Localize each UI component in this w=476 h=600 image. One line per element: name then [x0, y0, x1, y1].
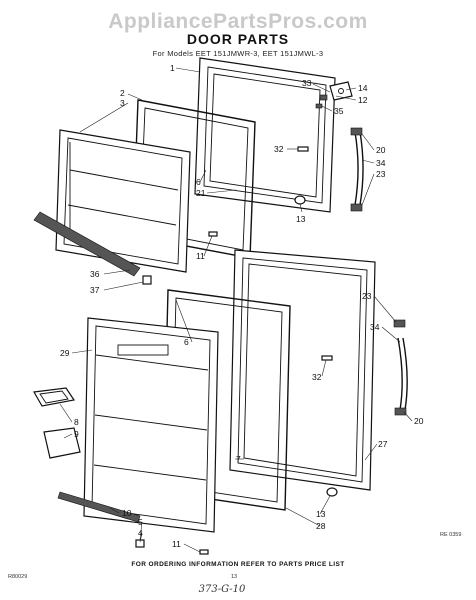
- callout-28: 28: [316, 521, 326, 531]
- callout-35: 35: [334, 106, 344, 116]
- diagram-title: DOOR PARTS: [187, 31, 289, 47]
- food-outer-door: [229, 249, 376, 491]
- callout-23-lower: 23: [362, 291, 372, 301]
- callout-1: 1: [170, 63, 175, 73]
- callout-20-upper: 20: [376, 145, 386, 155]
- callout-20-lower: 20: [414, 416, 424, 426]
- callout-8: 8: [74, 417, 79, 427]
- callout-13-lower: 13: [316, 509, 326, 519]
- callout-9: 9: [74, 429, 79, 439]
- callout-33: 33: [302, 78, 312, 88]
- screw-32-lower: [321, 355, 333, 361]
- callout-23-upper: 23: [376, 169, 386, 179]
- callout-36: 36: [90, 269, 100, 279]
- screw-32-upper: [297, 146, 309, 152]
- callout-3: 3: [120, 98, 125, 108]
- food-door-handle: [393, 319, 408, 416]
- callout-4: 4: [138, 528, 143, 538]
- footer-left-code: R80029: [8, 574, 27, 580]
- callout-32-lower: 32: [312, 372, 322, 382]
- callout-13-upper: 13: [296, 214, 306, 224]
- shelf-bar-10: [57, 491, 141, 523]
- callout-2: 2: [120, 88, 125, 98]
- freezer-inner-liner: [55, 129, 191, 273]
- callout-10: 10: [122, 508, 132, 518]
- door-stop-lower: [326, 487, 338, 497]
- callout-27: 27: [378, 439, 388, 449]
- callout-34-lower: 34: [370, 322, 380, 332]
- handwritten-code: 373-G-10: [199, 584, 246, 595]
- callout-34-upper: 34: [376, 158, 386, 168]
- freezer-outer-door: [194, 57, 336, 213]
- ref-code: RE 0359: [440, 532, 461, 538]
- callout-29: 29: [60, 348, 70, 358]
- callout-12: 12: [358, 95, 368, 105]
- screw-11-upper: [208, 231, 218, 237]
- door-stop-upper: [294, 195, 306, 205]
- screw-11-lower: [199, 549, 209, 555]
- callout-21: 21: [196, 188, 206, 198]
- callout-6-upper: 6: [196, 177, 201, 187]
- food-inner-liner: [83, 317, 219, 533]
- callout-11-upper: 11: [196, 251, 205, 261]
- callout-11-lower: 11: [172, 539, 181, 549]
- callout-14: 14: [358, 83, 368, 93]
- ordering-note: FOR ORDERING INFORMATION REFER TO PARTS …: [131, 561, 344, 568]
- watermark-text: AppliancePartsPros.com: [108, 10, 368, 33]
- callout-37: 37: [90, 285, 100, 295]
- page-number: 13: [231, 574, 237, 580]
- dairy-cover-9: [43, 427, 81, 459]
- shelf-strip-36: [33, 211, 141, 277]
- callout-7: 7: [236, 454, 241, 464]
- dairy-bin-8: [33, 387, 76, 407]
- freezer-door-handle: [350, 127, 364, 212]
- leader-lines: [59, 67, 413, 553]
- callout-6-lower: 6: [184, 337, 189, 347]
- callout-5: 5: [138, 517, 143, 527]
- callout-32-upper: 32: [274, 144, 284, 154]
- models-subtitle: For Models EET 151JMWR-3, EET 151JMWL-3: [153, 49, 324, 58]
- clip-37: [142, 275, 152, 285]
